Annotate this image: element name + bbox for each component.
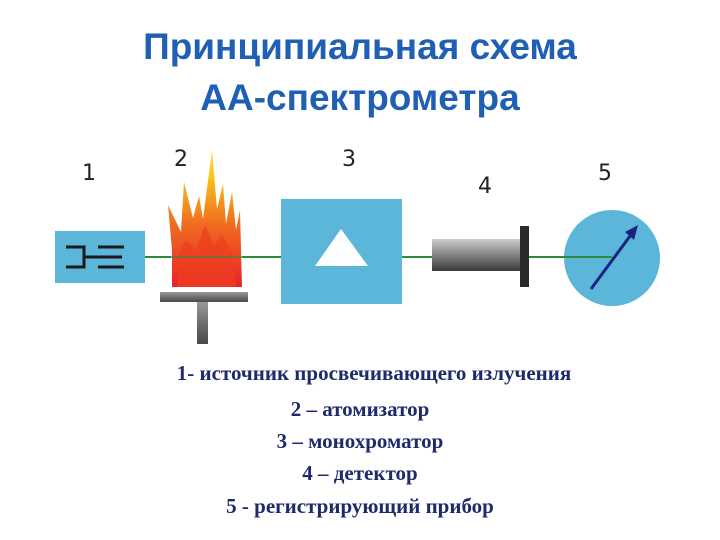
atomizer-flame-icon (160, 150, 248, 344)
label-3: 3 (342, 147, 356, 172)
page-title-line-2: АА-спектрометра (200, 77, 520, 118)
label-4: 4 (478, 174, 492, 199)
legend-item-monochromator: 3 – монохроматор (276, 429, 444, 453)
legend-item-recorder: 5 - регистрирующий прибор (226, 494, 494, 518)
aa-spectrometer-diagram: 1 2 3 4 5 (55, 147, 660, 344)
monochromator-icon (281, 199, 402, 304)
page-title-line-1: Принципиальная схема (143, 26, 577, 67)
detector-icon (432, 226, 529, 287)
label-5: 5 (598, 161, 612, 186)
legend-item-atomizer: 2 – атомизатор (290, 397, 430, 421)
label-2: 2 (174, 147, 188, 172)
label-1: 1 (82, 161, 96, 186)
light-source-icon (55, 231, 145, 283)
legend-item-light-source: 1- источник просвечивающего излучения (176, 361, 572, 385)
legend-item-detector: 4 – детектор (302, 461, 418, 485)
